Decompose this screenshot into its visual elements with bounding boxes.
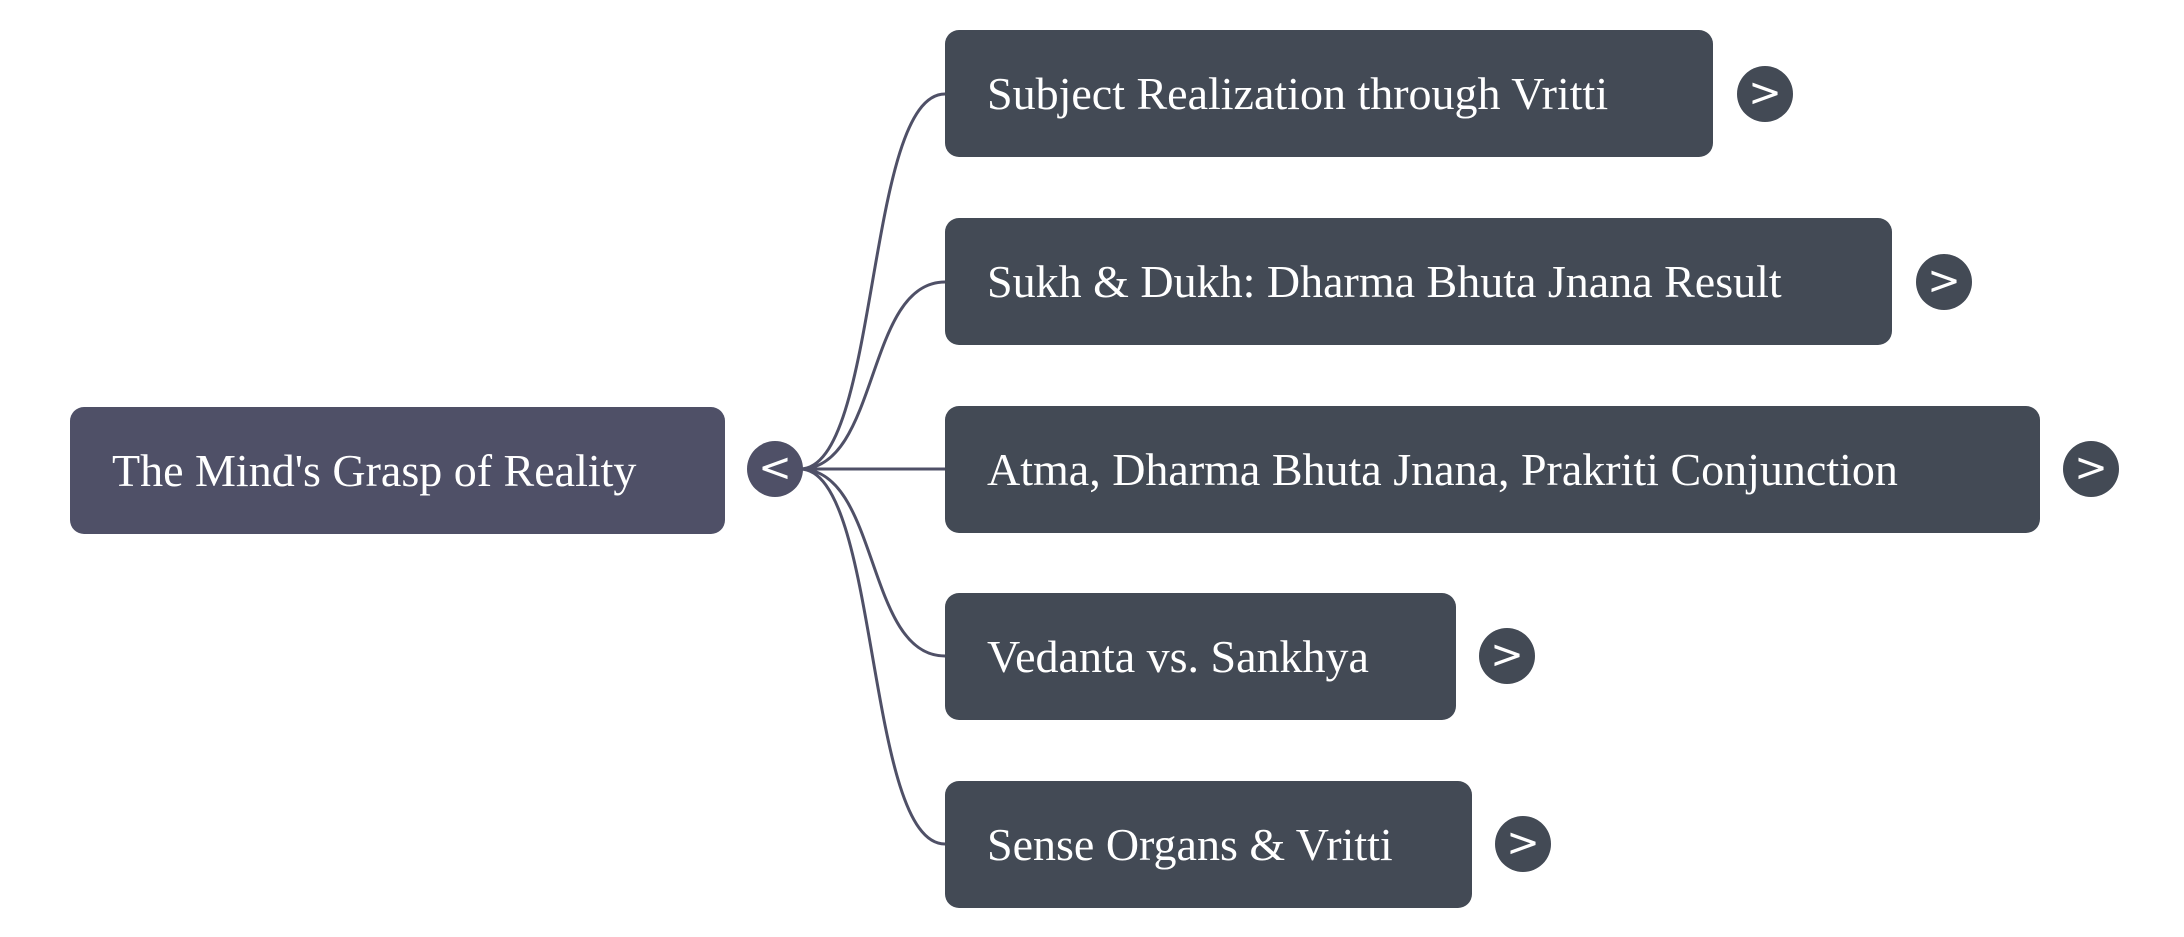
expand-toggle-child-3[interactable]: > [2063,441,2119,497]
chevron-right-icon: > [1490,632,1524,678]
child-node-label: Sukh & Dukh: Dharma Bhuta Jnana Result [987,256,1782,307]
connector-to-child-2 [799,280,946,471]
chevron-right-icon: > [2074,445,2108,491]
child-node-atma-conjunction[interactable]: Atma, Dharma Bhuta Jnana, Prakriti Conju… [945,406,2040,533]
child-node-subject-realization[interactable]: Subject Realization through Vritti [945,30,1713,157]
chevron-right-icon: > [1506,820,1540,866]
expand-toggle-child-4[interactable]: > [1479,628,1535,684]
expand-toggle-child-1[interactable]: > [1737,66,1793,122]
connector-to-child-1 [799,92,946,471]
chevron-left-icon: < [758,445,792,491]
child-node-label: Sense Organs & Vritti [987,819,1393,870]
chevron-right-icon: > [1748,70,1782,116]
connector-to-child-4 [799,467,946,658]
expand-toggle-child-5[interactable]: > [1495,816,1551,872]
connector-to-child-5 [799,467,946,846]
collapse-toggle-root[interactable]: < [747,441,803,497]
child-node-label: Vedanta vs. Sankhya [987,631,1369,682]
child-node-label: Atma, Dharma Bhuta Jnana, Prakriti Conju… [987,444,1898,495]
child-node-sense-organs[interactable]: Sense Organs & Vritti [945,781,1472,908]
child-node-sukh-dukh[interactable]: Sukh & Dukh: Dharma Bhuta Jnana Result [945,218,1892,345]
root-node-label: The Mind's Grasp of Reality [112,445,637,496]
root-node[interactable]: The Mind's Grasp of Reality [70,407,725,534]
child-node-vedanta-sankhya[interactable]: Vedanta vs. Sankhya [945,593,1456,720]
child-node-label: Subject Realization through Vritti [987,68,1609,119]
chevron-right-icon: > [1927,258,1961,304]
expand-toggle-child-2[interactable]: > [1916,254,1972,310]
